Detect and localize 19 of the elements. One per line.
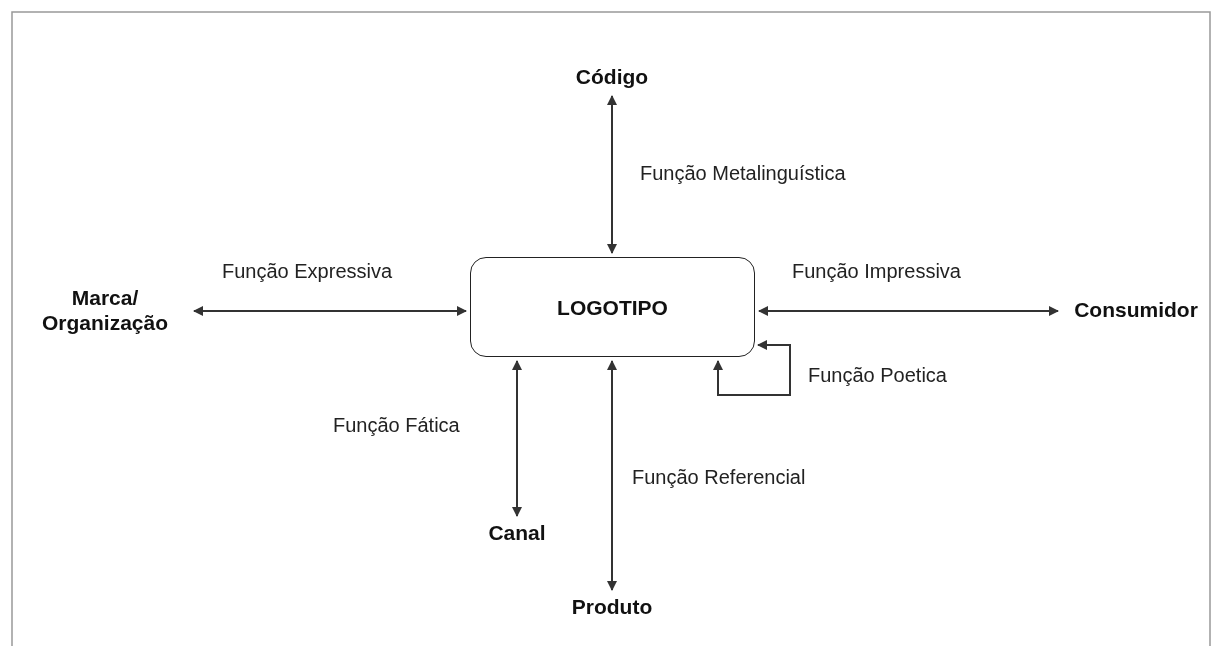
node-label: Marca/ Organização (20, 285, 190, 337)
arrow (758, 306, 1059, 316)
arrow (607, 95, 617, 254)
arrow (713, 340, 791, 396)
edge-label: Função Referencial (632, 466, 806, 489)
edge-label: Função Metalinguística (640, 162, 846, 185)
node-label: Canal (480, 520, 554, 548)
node-label: Produto (562, 594, 662, 622)
node-label: Consumidor (1062, 297, 1210, 325)
edge-label: Função Impressiva (792, 260, 961, 283)
process-box (470, 257, 755, 357)
box-label: LOGOTIPO (557, 294, 668, 320)
arrow (512, 360, 522, 517)
node-label: Código (560, 64, 664, 92)
arrow (607, 360, 617, 591)
edge-label: Função Expressiva (222, 260, 393, 283)
edge-label: Função Fática (333, 414, 460, 437)
arrow (193, 306, 467, 316)
edge-label: Função Poetica (808, 364, 947, 387)
